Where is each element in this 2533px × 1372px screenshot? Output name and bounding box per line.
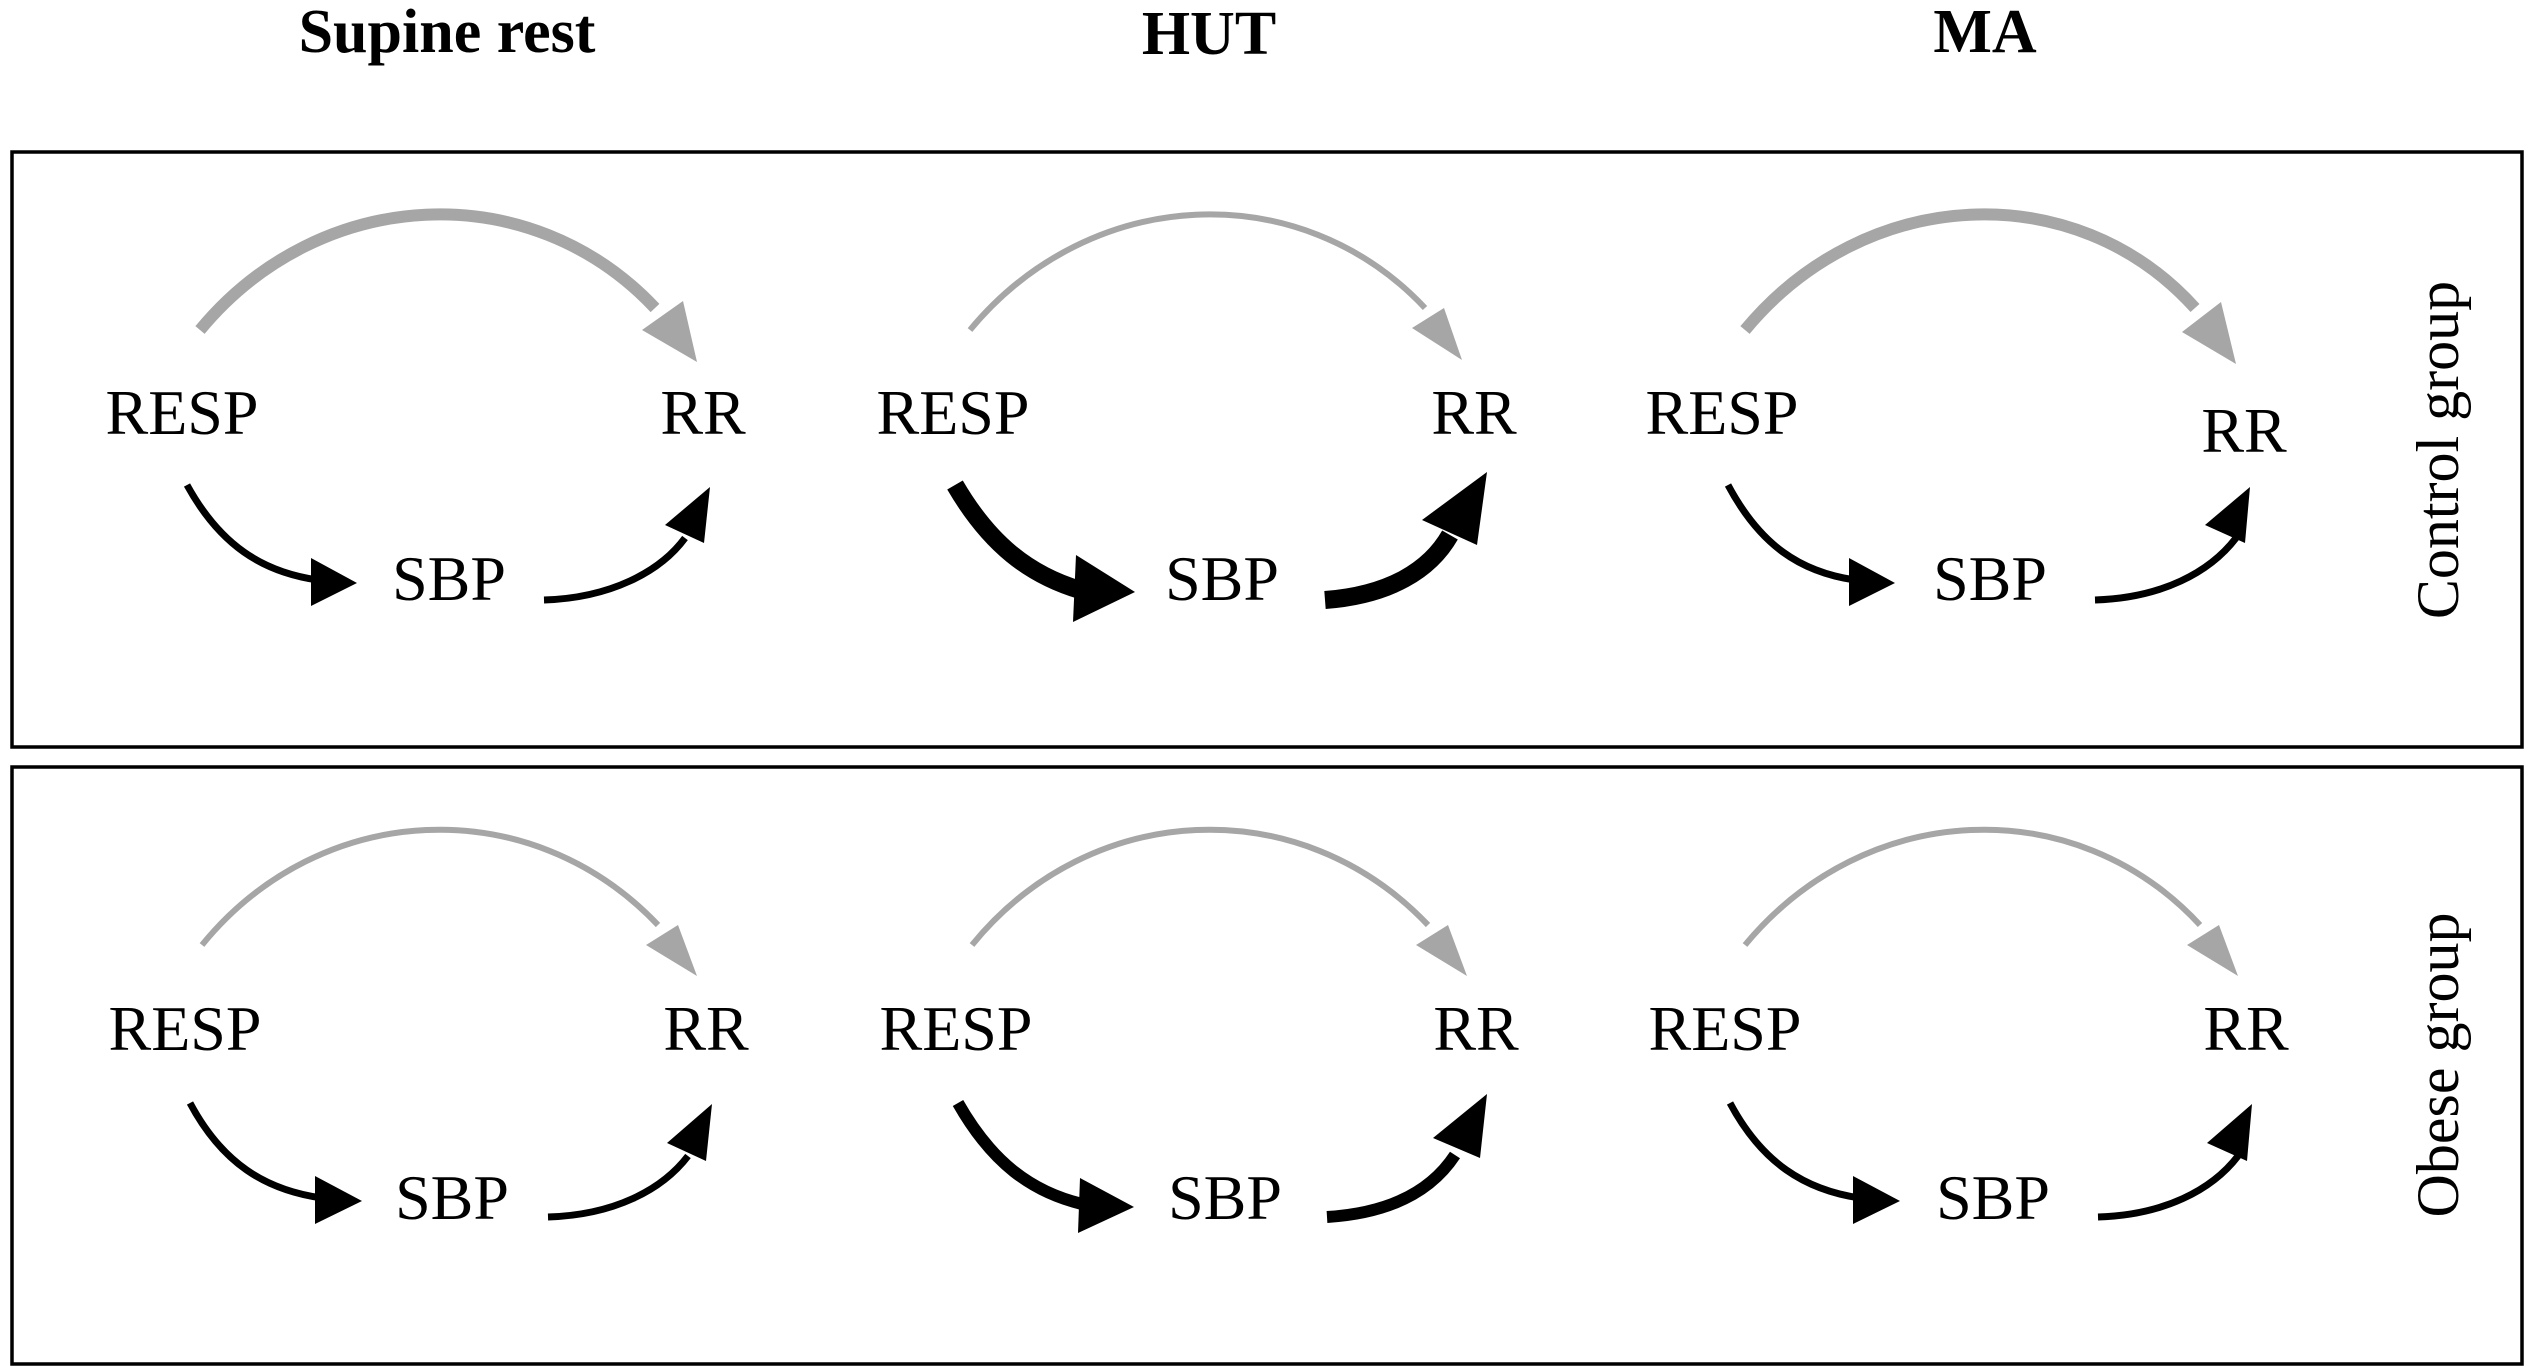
node-sbp: SBP xyxy=(392,543,506,614)
arrow-resp-sbp xyxy=(1726,1101,1861,1202)
direct-arrow-resp-rr xyxy=(967,211,1428,332)
row-label-obese-group: Obese group xyxy=(2405,913,2471,1218)
arrowhead-resp-sbp xyxy=(1073,555,1135,622)
arrow-sbp-rr xyxy=(2094,535,2239,604)
arrowhead-resp-sbp xyxy=(311,558,357,606)
arrow-resp-sbp xyxy=(186,1101,323,1202)
arrow-resp-sbp xyxy=(1724,483,1856,584)
column-header-ma: MA xyxy=(1933,0,2037,66)
arrowhead-direct xyxy=(646,925,697,976)
node-resp: RESP xyxy=(1646,377,1799,448)
column-header-hut: HUT xyxy=(1142,0,1276,68)
node-sbp: SBP xyxy=(1936,1162,2050,1233)
arrowhead-sbp-rr xyxy=(665,487,710,543)
node-rr: RR xyxy=(2203,993,2289,1064)
node-resp: RESP xyxy=(109,993,262,1064)
arrow-sbp-rr xyxy=(1324,530,1458,609)
arrowhead-sbp-rr xyxy=(2205,487,2250,543)
arrowhead-resp-sbp xyxy=(1078,1178,1134,1233)
arrowhead-resp-sbp xyxy=(1853,1176,1900,1224)
cell-control-supine: RESP RR SBP xyxy=(106,208,746,614)
arrowhead-sbp-rr xyxy=(667,1104,712,1161)
arrow-resp-sbp xyxy=(952,1100,1084,1210)
arrow-sbp-rr xyxy=(547,1153,691,1221)
cell-obese-ma: RESP RR SBP xyxy=(1649,826,2289,1233)
arrow-resp-sbp xyxy=(183,483,319,584)
arrowhead-resp-sbp xyxy=(315,1176,362,1224)
node-resp: RESP xyxy=(877,377,1030,448)
cell-obese-supine: RESP RR SBP xyxy=(109,826,749,1233)
direct-arrow-resp-rr xyxy=(195,208,660,334)
arrow-sbp-rr xyxy=(1326,1151,1461,1223)
arrowhead-direct xyxy=(642,301,697,362)
direct-arrow-resp-rr xyxy=(969,826,1431,947)
row-label-control-group: Control group xyxy=(2405,281,2471,619)
cell-control-ma: RESP RR SBP xyxy=(1646,208,2287,614)
arrowhead-direct xyxy=(1412,308,1462,360)
cell-control-hut: RESP RR SBP xyxy=(877,211,1517,622)
node-resp: RESP xyxy=(1649,993,1802,1064)
arrow-resp-sbp xyxy=(947,480,1083,599)
node-rr: RR xyxy=(663,993,749,1064)
arrowhead-direct xyxy=(2182,302,2236,364)
node-sbp: SBP xyxy=(1165,543,1279,614)
node-rr: RR xyxy=(2201,395,2287,466)
node-sbp: SBP xyxy=(1933,543,2047,614)
cell-obese-hut: RESP RR SBP xyxy=(880,826,1519,1233)
direct-arrow-resp-rr xyxy=(1740,208,2200,334)
arrowhead-resp-sbp xyxy=(1849,558,1895,606)
node-rr: RR xyxy=(660,377,746,448)
arrowhead-sbp-rr xyxy=(1433,1094,1487,1158)
arrow-sbp-rr xyxy=(2097,1153,2241,1221)
column-header-supine-rest: Supine rest xyxy=(299,0,596,66)
arrow-sbp-rr xyxy=(543,535,688,604)
control-group-panel xyxy=(10,150,2524,749)
node-resp: RESP xyxy=(880,993,1033,1064)
arrowhead-sbp-rr xyxy=(2207,1104,2252,1161)
arrowhead-sbp-rr xyxy=(1422,472,1487,545)
direct-arrow-resp-rr xyxy=(199,826,661,947)
obese-group-panel xyxy=(10,765,2524,1366)
arrowhead-direct xyxy=(2187,925,2238,976)
direct-arrow-resp-rr xyxy=(1742,826,2203,947)
node-sbp: SBP xyxy=(1168,1162,1282,1233)
node-sbp: SBP xyxy=(395,1162,509,1233)
node-resp: RESP xyxy=(106,377,259,448)
node-rr: RR xyxy=(1431,377,1517,448)
arrowhead-direct xyxy=(1416,925,1467,976)
node-rr: RR xyxy=(1433,993,1519,1064)
